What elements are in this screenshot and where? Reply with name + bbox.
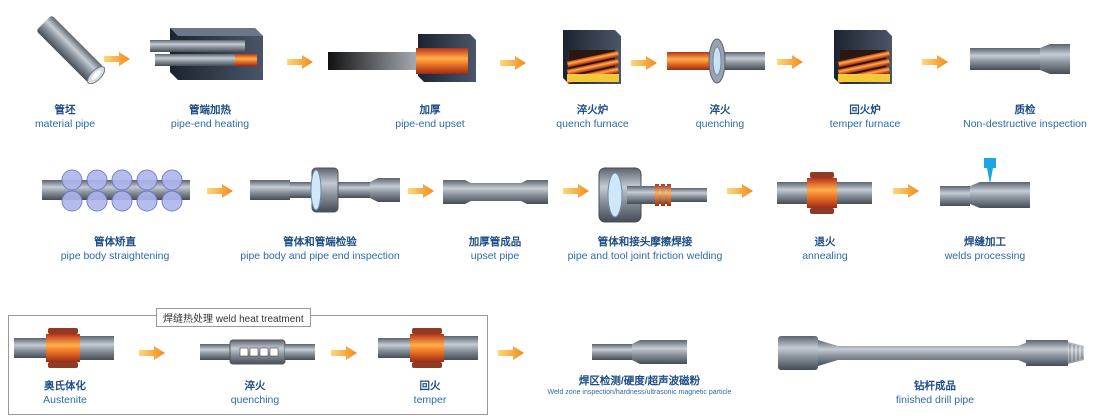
step-zh-label: 淬火 <box>709 104 731 116</box>
step-zh-label: 管坯 <box>54 104 76 116</box>
step-en-label: material pipe <box>34 118 96 130</box>
step-zh-label: 管端加热 <box>189 104 231 116</box>
step-quenching: 淬火 quenching <box>680 104 760 131</box>
step-zh-label: 回火 <box>419 380 441 392</box>
flow-arrow <box>408 184 434 198</box>
weld-quenching-illustration <box>200 339 315 365</box>
step-zh-label: 管体和接头摩擦焊接 <box>597 236 693 248</box>
inspection-illustration <box>250 167 400 213</box>
step-weld-zone-inspection: 焊区检测/硬度/超声波磁粉 Weld zone inspection/hardn… <box>542 375 737 398</box>
step-zh-label: 淬火 <box>244 380 266 392</box>
step-en-label: annealing <box>802 250 848 262</box>
step-zh-label: 质检 <box>1014 104 1036 116</box>
temper-furnace-illustration <box>834 30 892 84</box>
flow-arrow <box>139 346 165 360</box>
weld-heat-treatment-title: 焊缝热处理 weld heat treatment <box>156 308 311 327</box>
austenite-illustration <box>14 328 114 368</box>
step-pipe-end-upset: 加厚 pipe-end upset <box>375 104 485 131</box>
step-en-label: pipe-end upset <box>395 118 465 130</box>
step-material-pipe: 管坯 material pipe <box>20 104 110 131</box>
flow-arrow <box>498 346 524 360</box>
step-zh-label: 淬火炉 <box>576 104 609 116</box>
pipe-end-upset-illustration <box>328 34 476 82</box>
material-pipe-illustration <box>37 16 105 84</box>
step-en-label: Austenite <box>43 394 87 406</box>
step-weld-quenching: 淬火 quenching <box>210 380 300 407</box>
step-zh-label: 管体矫直 <box>94 236 136 248</box>
step-straightening: 管体矫直 pipe body straightening <box>50 236 180 263</box>
flow-arrow <box>893 184 919 198</box>
flow-arrow <box>727 184 753 198</box>
step-en-label: Weld zone inspection/hardness/ultrasonic… <box>547 389 732 396</box>
flow-arrow <box>500 56 526 70</box>
step-zh-label: 回火炉 <box>849 104 881 116</box>
annealing-illustration <box>777 172 872 214</box>
ndt-pipe-illustration <box>970 44 1070 74</box>
weld-zone-inspection-illustration <box>592 340 687 364</box>
step-en-label: welds processing <box>944 250 1026 262</box>
step-zh-label: 焊区检测/硬度/超声波磁粉 <box>578 375 701 387</box>
friction-welding-illustration <box>598 167 707 223</box>
step-zh-label: 奥氏体化 <box>44 380 86 392</box>
step-inspection: 管体和管端检验 pipe body and pipe end inspectio… <box>230 236 410 263</box>
step-finished-drill-pipe: 钻杆成品 finished drill pipe <box>870 380 1000 407</box>
step-en-label: finished drill pipe <box>895 394 975 406</box>
temper-illustration <box>378 328 478 368</box>
step-temper: 回火 temper <box>385 380 475 407</box>
step-zh-label: 加厚管成品 <box>468 236 522 248</box>
step-friction-welding: 管体和接头摩擦焊接 pipe and tool joint friction w… <box>560 236 730 263</box>
step-en-label: temper <box>413 394 447 406</box>
flow-arrow <box>287 55 313 69</box>
step-en-label: pipe body and pipe end inspection <box>240 250 400 262</box>
step-en-label: pipe and tool joint friction welding <box>567 250 723 262</box>
flow-arrow <box>922 55 948 69</box>
quench-furnace-illustration <box>563 30 621 84</box>
step-temper-furnace: 回火炉 temper furnace <box>815 104 915 131</box>
step-zh-label: 管体和管端检验 <box>283 236 357 248</box>
flow-arrow <box>104 52 130 66</box>
upset-pipe-illustration <box>443 180 548 204</box>
straightening-illustration <box>42 169 190 212</box>
step-en-label: pipe-end heating <box>170 118 250 130</box>
quenching-illustration <box>667 38 765 84</box>
step-pipe-end-heating: 管端加热 pipe-end heating <box>160 104 260 131</box>
step-zh-label: 钻杆成品 <box>914 380 956 392</box>
step-ndt: 质检 Non-destructive inspection <box>955 104 1095 131</box>
step-en-label: Non-destructive inspection <box>963 118 1087 130</box>
step-quench-furnace: 淬火炉 quench furnace <box>545 104 640 131</box>
flow-arrow <box>207 184 233 198</box>
flow-arrow <box>777 55 803 69</box>
step-zh-label: 加厚 <box>419 104 441 116</box>
flow-arrow <box>563 184 589 198</box>
step-zh-label: 焊缝加工 <box>964 236 1006 248</box>
step-zh-label: 退火 <box>814 236 836 248</box>
step-en-label: quenching <box>230 394 280 406</box>
pipe-end-heating-illustration <box>150 28 263 80</box>
flow-arrow <box>631 56 657 70</box>
step-austenite: 奥氏体化 Austenite <box>20 380 110 407</box>
step-upset-pipe: 加厚管成品 upset pipe <box>440 236 550 263</box>
step-en-label: temper furnace <box>829 118 901 130</box>
step-en-label: quench furnace <box>556 118 629 130</box>
step-annealing: 退火 annealing <box>780 236 870 263</box>
welds-processing-illustration <box>940 158 1030 208</box>
step-en-label: pipe body straightening <box>60 250 170 262</box>
finished-drill-pipe-illustration <box>778 336 1084 370</box>
step-en-label: upset pipe <box>470 250 520 262</box>
step-en-label: quenching <box>695 118 745 130</box>
flow-arrow <box>331 346 357 360</box>
step-welds-processing: 焊缝加工 welds processing <box>935 236 1035 263</box>
